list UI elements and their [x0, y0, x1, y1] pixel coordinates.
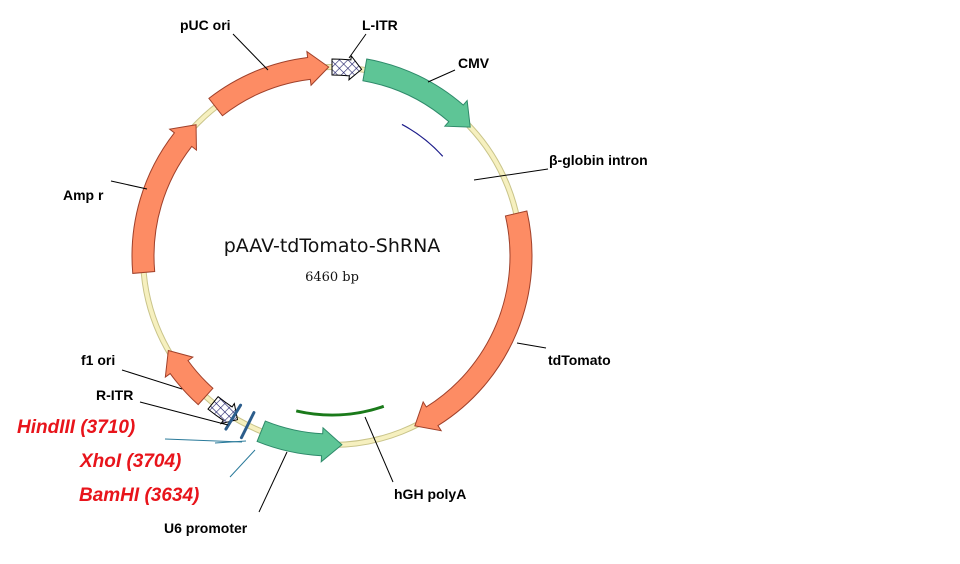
feature-hgh-polya: [295, 404, 385, 417]
label-amp-r: Amp r: [63, 187, 104, 203]
label-hgh-polya: hGH polyA: [394, 486, 466, 502]
label-hindiii-site: HindIII (3710): [17, 417, 135, 438]
leader-beta-globin: [473, 168, 549, 181]
label-r-itr: R-ITR: [96, 387, 133, 403]
label-l-itr: L-ITR: [362, 17, 398, 33]
feature-cmv: [362, 58, 471, 128]
label-u6-promoter: U6 promoter: [164, 520, 248, 536]
label-beta-globin-intron: β-globin intron: [549, 152, 648, 168]
plasmid-name: pAAV-tdTomato-ShRNA: [224, 235, 441, 257]
restriction-site-mark-2: [224, 403, 243, 431]
features-layer: [131, 50, 533, 463]
leader-xhoi: [229, 449, 256, 478]
leader-hgh-polya: [364, 416, 394, 483]
feature-f1-ori: [164, 349, 214, 406]
label-cmv: CMV: [458, 55, 490, 71]
leader-r-itr: [139, 401, 229, 426]
feature-amp-r: [131, 124, 197, 274]
leader-l-itr: [348, 33, 367, 59]
leader-f1-ori: [121, 369, 183, 390]
label-tdtomato: tdTomato: [548, 352, 611, 368]
label-puc-ori: pUC ori: [180, 17, 231, 33]
leader-cmv: [427, 69, 456, 83]
leader-hindiii: [164, 438, 243, 443]
feature-beta-globin-intron: [401, 123, 444, 157]
label-f1-ori: f1 ori: [81, 352, 115, 368]
leader-tdtomato: [516, 342, 547, 349]
label-xhoi-site: XhoI (3704): [79, 451, 181, 472]
restriction-site-mark-1: [239, 411, 256, 440]
site-leader-lines: [164, 438, 256, 478]
leader-bamhi: [214, 440, 247, 444]
leader-puc-ori: [232, 33, 269, 71]
feature-l-itr: [331, 54, 363, 81]
leader-lines: [110, 33, 549, 513]
label-bamhi-site: BamHI (3634): [79, 485, 199, 506]
feature-u6-promoter: [256, 420, 343, 463]
feature-tdtomato: [414, 210, 533, 432]
plasmid-size: 6460 bp: [305, 270, 359, 285]
leader-u6: [258, 451, 288, 513]
feature-puc-ori: [208, 50, 330, 117]
leader-amp-r: [110, 180, 148, 190]
